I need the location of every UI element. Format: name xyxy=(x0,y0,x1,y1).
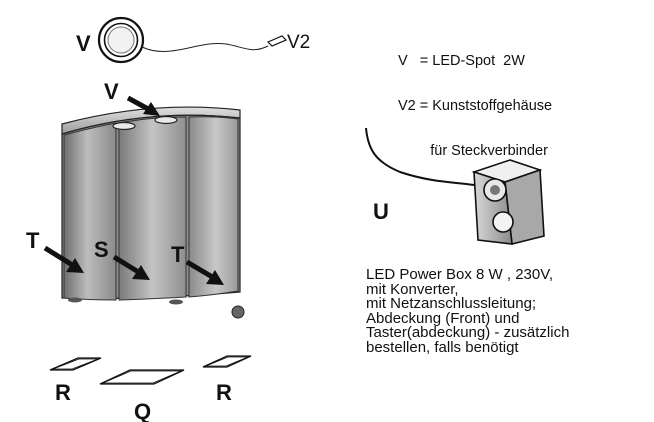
legend-line-3: für Steckverbinder xyxy=(398,143,548,159)
power-box-description: LED Power Box 8 W , 230V, mit Konverter,… xyxy=(366,266,652,356)
note-line-1: LED Power Box 8 W , 230V, xyxy=(366,266,554,283)
label-u: U xyxy=(373,199,389,224)
legend-line-1: V = LED-Spot 2W xyxy=(398,53,525,69)
legend-line-2: V2 = Kunststoffgehäuse xyxy=(398,98,553,114)
arrow-s-center xyxy=(112,254,150,280)
panel-q xyxy=(99,369,185,385)
panel-r-right xyxy=(202,355,252,368)
label-t-left: T xyxy=(26,228,40,253)
led-power-box xyxy=(471,159,545,245)
mirror-cabinet xyxy=(61,106,245,319)
note-line-4: Abdeckung (Front) und xyxy=(366,309,520,327)
legend: V = LED-Spot 2W V2 = Kunststoffgehäuse f… xyxy=(398,24,552,174)
note-line-6: bestellen, falls benötigt xyxy=(366,338,519,356)
arrow-t-right xyxy=(185,259,224,285)
label-v-cabinet: V xyxy=(104,79,119,104)
label-v2: V2 xyxy=(287,32,310,53)
arrow-t-left xyxy=(43,245,84,273)
note-line-5: Taster(abdeckung) - zusätzlich xyxy=(366,324,570,342)
connector-housing xyxy=(266,35,288,47)
note-line-2: mit Konverter, xyxy=(366,280,459,298)
panel-r-left xyxy=(49,357,102,371)
label-t-right: T xyxy=(171,242,185,267)
label-s-center: S xyxy=(94,237,109,262)
spot-cable xyxy=(141,42,269,52)
label-r-right: R xyxy=(216,380,232,405)
label-r-left: R xyxy=(55,380,71,405)
label-q: Q xyxy=(134,399,151,422)
note-line-3: mit Netzanschlussleitung; xyxy=(366,295,537,313)
label-v-spot: V xyxy=(76,31,91,56)
led-spot xyxy=(97,16,145,64)
power-cable xyxy=(365,127,475,186)
arrow-v-cabinet xyxy=(126,95,160,116)
